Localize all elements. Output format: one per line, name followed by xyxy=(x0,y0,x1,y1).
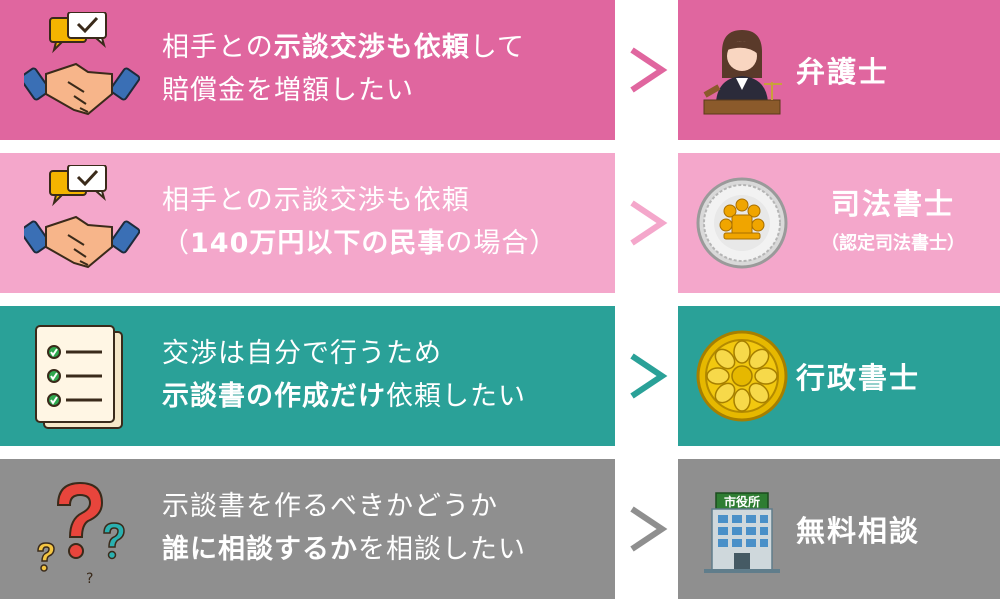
chevron-right-icon xyxy=(630,506,668,552)
right-title: 司法書士 xyxy=(830,187,955,221)
request-description: 相手との示談交渉も依頼 （140万円以下の民事の場合） xyxy=(162,179,557,265)
checklist-document-icon xyxy=(35,325,123,429)
right-title: 行政書士 xyxy=(796,361,921,395)
administrative-scrivener-badge-icon xyxy=(696,330,788,422)
left-panel: 交渉は自分で行うため 示談書の作成だけ依頼したい xyxy=(0,306,615,446)
left-panel: 相手との示談交渉も依頼して 賠償金を増額したい xyxy=(0,0,615,140)
description-line-1: 示談書を作るべきかどうか xyxy=(162,491,498,522)
description-line-1: 相手との示談交渉も依頼 xyxy=(162,185,470,216)
chevron-right-icon xyxy=(630,200,668,246)
description-line-2: 賠償金を増額したい xyxy=(162,75,414,106)
row-administrative-scrivener: 交渉は自分で行うため 示談書の作成だけ依頼したい 行政書士 xyxy=(0,306,1000,446)
right-title-group: 司法書士 （認定司法書士） xyxy=(790,181,996,255)
description-line-1: 交渉は自分で行うため xyxy=(162,338,442,369)
scrivener-badge-icon xyxy=(696,177,788,269)
handshake-chat-icon xyxy=(24,165,140,269)
right-title: 無料相談 xyxy=(796,514,921,548)
request-description: 示談書を作るべきかどうか 誰に相談するかを相談したい xyxy=(162,485,526,571)
city-hall-icon: 市役所 xyxy=(704,492,780,573)
city-hall-sign: 市役所 xyxy=(724,494,760,509)
handshake-chat-icon xyxy=(24,12,140,116)
row-free-consultation: ? 示談書を作るべきかどうか 誰に相談するかを相談したい 市役所 無料相談 xyxy=(0,459,1000,599)
description-line-2: （140万円以下の民事の場合） xyxy=(162,228,558,259)
row-lawyer: 相手との示談交渉も依頼して 賠償金を増額したい 弁護士 xyxy=(0,0,1000,140)
left-panel: 相手との示談交渉も依頼 （140万円以下の民事の場合） xyxy=(0,153,615,293)
request-description: 交渉は自分で行うため 示談書の作成だけ依頼したい xyxy=(162,332,526,418)
right-panel: 司法書士 （認定司法書士） xyxy=(678,153,1000,293)
description-line-1: 相手との示談交渉も依頼して xyxy=(162,32,525,63)
right-panel: 行政書士 xyxy=(678,306,1000,446)
lawyer-icon xyxy=(703,30,782,115)
request-description: 相手との示談交渉も依頼して 賠償金を増額したい xyxy=(162,26,525,112)
right-panel: 市役所 無料相談 xyxy=(678,459,1000,599)
question-marks-icon: ? xyxy=(37,481,125,587)
right-title: 弁護士 xyxy=(796,55,890,89)
right-subtitle: （認定司法書士） xyxy=(821,233,965,254)
description-line-2: 示談書の作成だけ依頼したい xyxy=(162,381,526,412)
chevron-right-icon xyxy=(630,353,668,399)
left-panel: ? 示談書を作るべきかどうか 誰に相談するかを相談したい xyxy=(0,459,615,599)
chevron-right-icon xyxy=(630,47,668,93)
right-panel: 弁護士 xyxy=(678,0,1000,140)
row-judicial-scrivener: 相手との示談交渉も依頼 （140万円以下の民事の場合） 司法書士 （認定司法書士… xyxy=(0,153,1000,293)
svg-text:?: ? xyxy=(86,571,93,587)
description-line-2: 誰に相談するかを相談したい xyxy=(162,534,526,565)
